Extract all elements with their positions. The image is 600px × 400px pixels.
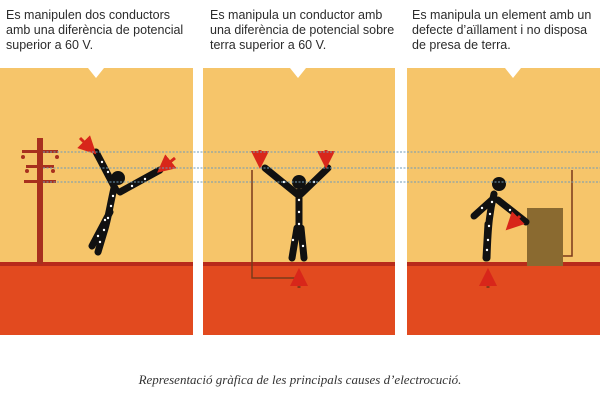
panel-2 <box>203 68 395 335</box>
panel-1-ground-edge <box>0 262 193 266</box>
panel-2-ground <box>203 262 395 335</box>
ground-path-wire-2 <box>251 170 298 279</box>
panel-1 <box>0 68 193 335</box>
person-figure-3 <box>470 177 530 262</box>
panel-1-ground <box>0 262 193 335</box>
panel-1-caption: Es manipulen dos conductors amb una dife… <box>6 8 184 52</box>
panel-3 <box>407 68 600 335</box>
person-figure-2 <box>261 164 332 262</box>
contact-arrows-3 <box>479 211 525 288</box>
utility-pole <box>21 138 59 264</box>
overhead-power-lines <box>43 151 600 183</box>
panel-3-ground <box>407 262 600 335</box>
figure-caption: Representació gràfica de les principals … <box>138 372 462 387</box>
panel-2-caption: Es manipula un conductor amb una diferèn… <box>210 8 395 52</box>
panel-3-caption: Es manipula un element amb un defecte d’… <box>412 8 592 52</box>
panel-3-ground-edge <box>407 262 600 266</box>
panel-2-ground-edge <box>203 262 395 266</box>
faulty-appliance <box>527 208 563 266</box>
appliance-cable <box>563 170 573 257</box>
contact-arrows-1 <box>77 135 177 173</box>
